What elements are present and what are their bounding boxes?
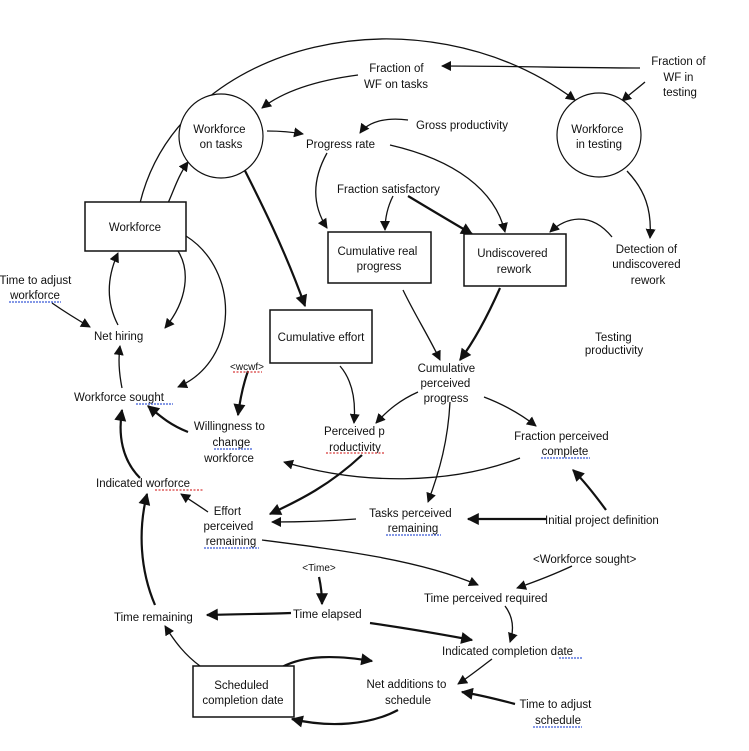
cumulative-effort-box [269,309,373,364]
arrow-fraction-wf-testing-to-fraction-wf-tasks [441,61,641,72]
wcwf-shadow-label: <wcwf> [230,362,264,373]
time-perceived-required-label: Time perceived required [424,593,548,605]
workforce-in-testing-label: Workforce in testing [571,124,626,151]
arrow-cumulative-real-progress-to-perceived-progress [402,289,441,361]
arrow-workforce-sought-to-net-hiring [113,345,124,389]
arrow-detection-to-undiscovered-rework [549,218,613,238]
workforce-on-tasks-label: Workforce on tasks [193,124,248,151]
net-additions-to-schedule-label: Net additions to schedule [366,679,449,707]
arrows [51,38,656,728]
arrow-time-shadow-to-time-elapsed [315,576,328,606]
arrow-workforce-on-tasks-to-progress-rate [266,127,304,138]
time-to-adjust-workforce-label: Time to adjust workforce [0,275,75,302]
arrow-fraction-wf-testing-to-workforce-in-testing [621,81,646,102]
arrow-net-hiring-to-workforce [108,252,119,326]
arrow-workforce-sought-shadow-to-time-required [516,565,573,590]
arrow-progress-rate-to-cumulative-real-progress [315,152,328,229]
arrow-workforce-to-workforce-in-testing [139,38,576,204]
arrow-workforce-to-workforce-sought [177,235,227,388]
tasks-perceived-remaining-label: Tasks perceived remaining [369,508,455,535]
arrow-scheduled-date-to-net-additions [281,653,374,668]
gross-productivity-label: Gross productivity [416,120,508,132]
arrow-net-additions-to-scheduled-date [290,709,399,728]
progress-rate-label: Progress rate [306,139,375,151]
arrow-indicated-completion-to-net-additions [457,658,493,685]
arrow-perceived-progress-to-perceived-productivity [375,391,419,424]
testing-productivity-label: Testing productivity [585,332,643,357]
arrow-perceived-progress-to-fraction-perceived-complete [483,396,537,427]
arrow-progress-rate-to-undiscovered-rework [389,144,508,233]
arrow-time-required-to-indicated-completion [504,605,518,643]
cumulative-perceived-progress-label: Cumulative perceived progress [418,363,479,405]
effort-perceived-remaining-label: Effort perceived remaining [203,506,256,548]
time-to-adjust-schedule-label: Time to adjust schedule [520,699,595,727]
arrow-gross-productivity-to-progress-rate [359,118,409,134]
arrow-scheduled-date-to-time-remaining [164,625,201,667]
workforce-on-tasks-circle [178,93,264,179]
arrow-time-to-adjust-workforce-to-net-hiring [51,302,91,328]
arrow-perceived-productivity-to-effort-remaining [268,454,363,515]
cumulative-real-progress-box [327,231,432,284]
net-hiring-label: Net hiring [94,331,143,343]
arrow-initial-definition-to-fraction-complete [572,469,607,511]
arrow-undiscovered-rework-to-perceived-progress [459,287,502,361]
workforce-sought-label: Workforce sought [74,392,165,404]
workforce-box [84,201,187,252]
indicated-workforce-label: Indicated worforce [96,478,190,490]
arrow-perceived-progress-to-tasks-perceived-remaining [426,401,451,503]
workforce-in-testing-circle [556,92,642,178]
arrow-fraction-wf-tasks-to-workforce-on-tasks [261,74,359,109]
arrow-wcwf-to-willingness [233,370,250,417]
arrow-time-elapsed-to-time-remaining [205,608,292,621]
initial-project-definition-label: Initial project definition [545,515,659,527]
scheduled-completion-date-box [192,665,295,718]
undiscovered-rework-box [463,233,567,287]
time-shadow-label: <Time> [302,563,336,574]
cumulative-real-progress-label: Cumulative real progress [337,246,420,273]
arrow-effort-remaining-to-indicated-workforce [180,493,209,513]
detection-undiscovered-rework-label: Detection of undiscovered rework [612,244,684,287]
fraction-wf-on-tasks-label: Fraction of WF on tasks [364,63,428,91]
scheduled-completion-date-label: Scheduled completion date [202,680,283,707]
workforce-label: Workforce [109,222,161,234]
fraction-wf-in-testing-label: Fraction of WF in testing [651,56,709,99]
arrow-tasks-remaining-to-effort-remaining [271,516,357,527]
indicated-completion-date-label: Indicated completion date [442,646,573,658]
arrow-workforce-to-workforce-on-tasks [167,161,189,204]
arrow-indicated-workforce-to-workforce-sought [114,408,141,479]
fraction-satisfactory-label: Fraction satisfactory [337,184,440,196]
arrow-time-elapsed-to-indicated-completion [369,621,474,644]
cumulative-effort-label: Cumulative effort [278,332,366,344]
arrow-workforce-to-net-hiring [164,250,186,329]
arrow-time-to-adjust-schedule-to-net-additions [460,687,516,706]
arrow-time-remaining-to-indicated-workforce [138,492,157,606]
fraction-perceived-complete-label: Fraction perceived complete [514,431,612,458]
willingness-to-change-workforce-label: Willingness to change workforce [194,421,268,465]
undiscovered-rework-label: Undiscovered rework [477,248,551,276]
arrow-cumulative-effort-to-perceived-productivity [339,365,360,424]
arrow-fraction-satisfactory-to-cumulative-real-progress [380,195,394,231]
arrow-fraction-satisfactory-to-undiscovered-rework [407,195,474,235]
arrow-workforce-on-tasks-to-cumulative-effort [237,156,308,308]
time-remaining-label: Time remaining [114,612,193,624]
arrow-effort-remaining-to-time-perceived-required [261,539,479,587]
perceived-productivity-label: Perceived p roductivity [324,426,388,454]
time-elapsed-label: Time elapsed [293,609,362,621]
arrow-willingness-to-workforce-sought [147,405,189,434]
workforce-sought-shadow-label: <Workforce sought> [533,554,637,566]
arrow-fraction-perceived-complete-to-willingness [283,457,521,480]
arrow-workforce-in-testing-to-detection [626,170,656,239]
